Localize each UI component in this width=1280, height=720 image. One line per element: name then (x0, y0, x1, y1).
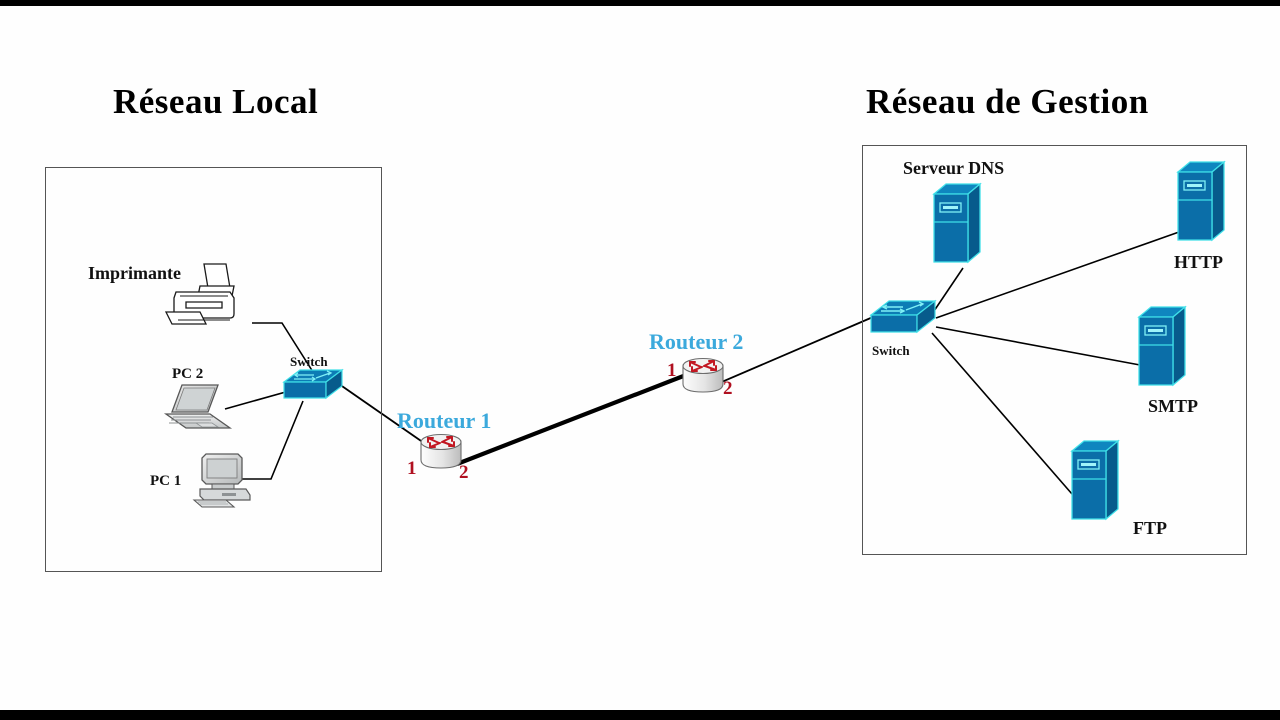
device-switch-local[interactable] (282, 368, 344, 404)
device-server-dns[interactable] (930, 180, 984, 272)
link-switch-smtp (935, 326, 1141, 366)
top-black-bar (0, 0, 1280, 6)
link-switch-dns (933, 267, 964, 312)
title-reseau-gestion: Réseau de Gestion (866, 82, 1149, 121)
link-switch-ftp (931, 332, 1073, 495)
bottom-black-bar (0, 710, 1280, 720)
port-label-routeur2-2: 2 (723, 378, 733, 399)
label-smtp: SMTP (1148, 396, 1199, 416)
device-desktop-pc1[interactable] (192, 452, 264, 510)
zone-box-gestion (862, 145, 1247, 555)
label-imprimante: Imprimante (88, 263, 181, 283)
label-http: HTTP (1174, 252, 1224, 272)
label-routeur-1: Routeur 1 (397, 408, 492, 433)
label-pc2: PC 2 (172, 366, 204, 382)
device-server-smtp[interactable] (1135, 303, 1189, 395)
link-pc1-switch (231, 400, 304, 480)
device-laptop-pc2[interactable] (160, 382, 240, 437)
link-routeur2-switch (716, 316, 874, 385)
device-printer[interactable] (160, 262, 255, 332)
label-ftp: FTP (1133, 518, 1167, 538)
port-label-routeur2-1: 1 (667, 360, 677, 381)
device-routeur-1[interactable] (418, 433, 466, 473)
label-pc1: PC 1 (150, 473, 182, 489)
device-routeur-2[interactable] (680, 357, 728, 397)
device-server-http[interactable] (1174, 158, 1228, 250)
device-switch-gestion[interactable] (869, 299, 937, 339)
title-reseau-local: Réseau Local (113, 82, 319, 121)
label-switch-local: Switch (290, 354, 328, 369)
zone-box-local (45, 167, 382, 572)
label-routeur-2: Routeur 2 (649, 329, 744, 354)
link-printer-switch (252, 322, 314, 373)
port-label-routeur1-2: 2 (459, 462, 469, 483)
link-routeur1-routeur2-trunk (456, 373, 687, 466)
label-switch-gestion: Switch (872, 343, 910, 358)
link-switch-http (935, 231, 1180, 319)
port-label-routeur1-1: 1 (407, 458, 417, 479)
device-server-ftp[interactable] (1068, 437, 1122, 529)
label-serveur-dns: Serveur DNS (903, 158, 1005, 178)
